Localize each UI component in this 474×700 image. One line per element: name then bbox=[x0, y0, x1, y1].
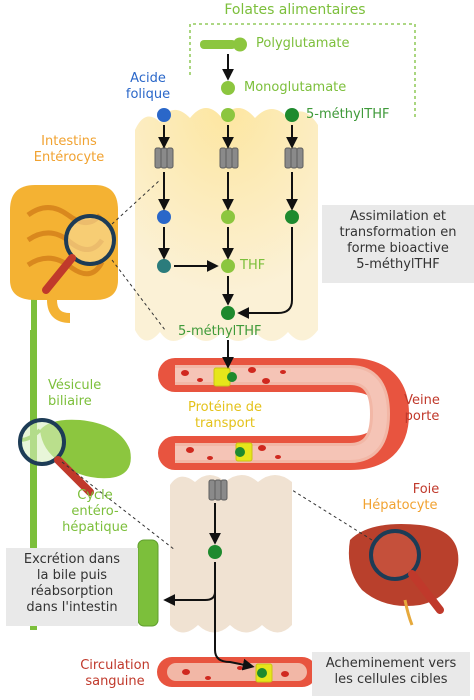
label-blood-circulation: Circulation sanguine bbox=[80, 658, 150, 689]
label-polyglutamate: Polyglutamate bbox=[256, 36, 350, 51]
polyglutamate-molecule bbox=[200, 37, 247, 52]
label-portal-vein: Veine porte bbox=[404, 393, 440, 424]
box-assimilation: Assimilation et transformation en forme … bbox=[322, 205, 474, 283]
label-methylthf-bottom: 5-méthylTHF bbox=[178, 324, 262, 339]
liver-illustration bbox=[348, 524, 459, 626]
dietary-folates-frame bbox=[189, 23, 416, 120]
intestine-magnifier bbox=[42, 214, 116, 294]
label-folic-acid: Acide folique bbox=[125, 71, 171, 102]
bound-folate bbox=[227, 372, 267, 678]
molecules bbox=[157, 81, 299, 559]
label-enterocyte: Entérocyte bbox=[33, 150, 105, 165]
zoom-line-intestine bbox=[111, 179, 161, 225]
bile-duct bbox=[137, 539, 159, 627]
zoom-line-intestine-2 bbox=[111, 259, 166, 331]
label-enterohepatic-cycle: Cycle entéro- hépatique bbox=[62, 488, 128, 535]
label-hepatocyte: Hépatocyte bbox=[362, 498, 438, 513]
box-delivery: Acheminement vers les cellules cibles bbox=[312, 652, 470, 696]
hepatocyte-cell bbox=[170, 475, 292, 633]
gallbladder-magnifier bbox=[18, 418, 94, 496]
zoom-line-liver bbox=[291, 489, 373, 541]
pathway-arrows bbox=[158, 54, 298, 671]
liver-magnifier bbox=[369, 529, 444, 614]
enterocyte-cell bbox=[135, 108, 318, 341]
label-gallbladder: Vésicule biliaire bbox=[48, 378, 102, 409]
diagram-title: Folates alimentaires bbox=[224, 2, 366, 18]
label-liver: Foie bbox=[412, 482, 440, 497]
box-excretion: Excrétion dans la bile puis réabsorption… bbox=[6, 548, 138, 626]
label-transport-protein: Protéine de transport bbox=[188, 400, 262, 431]
label-monoglutamate: Monoglutamate bbox=[244, 80, 347, 95]
label-thf: THF bbox=[240, 258, 266, 273]
label-methylthf-top: 5-méthylTHF bbox=[306, 107, 390, 122]
red-blood-cells bbox=[181, 367, 289, 680]
label-intestine: Intestins bbox=[41, 134, 97, 149]
portal-vein bbox=[158, 358, 410, 470]
